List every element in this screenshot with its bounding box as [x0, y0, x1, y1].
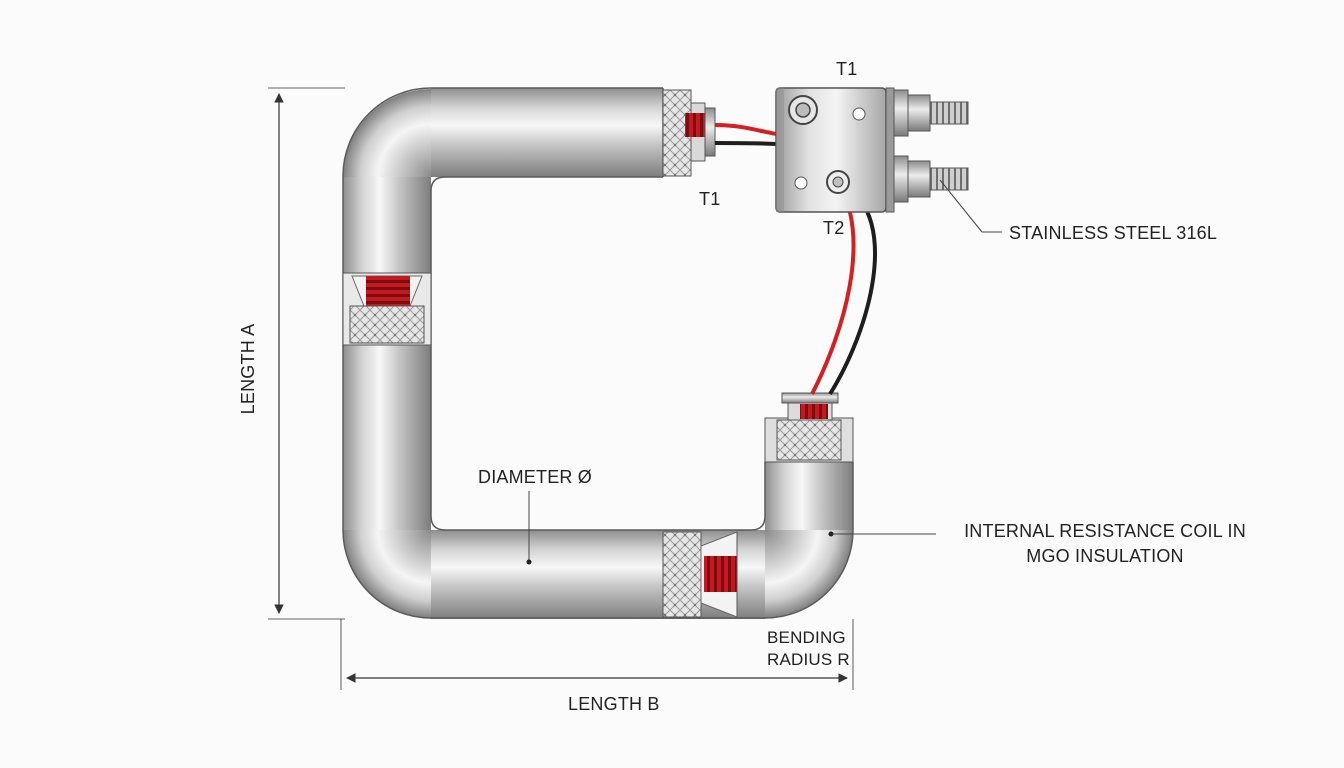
label-terminal-t1-left: T1 — [699, 189, 721, 209]
diameter-marker — [526, 559, 532, 565]
terminal-box — [775, 87, 895, 213]
label-bending-line1: BENDING — [767, 628, 846, 647]
label-coil-line1: INTERNAL RESISTANCE COIL IN — [964, 521, 1246, 541]
tube-end-top — [662, 89, 716, 177]
label-terminal-t1-top: T1 — [836, 59, 858, 79]
coil-top — [685, 113, 707, 137]
coil-marker — [828, 531, 834, 537]
tube-end-right — [764, 392, 854, 463]
terminal-bolts — [893, 89, 969, 203]
bolt-bottom-nut — [907, 160, 931, 198]
coil-left — [366, 276, 410, 306]
tube-left-section — [343, 177, 431, 530]
tube-top-section — [431, 88, 663, 177]
label-length-a: LENGTH A — [238, 323, 258, 415]
coil-bottom — [704, 556, 737, 592]
tube-cutaway-left — [342, 272, 432, 346]
dimension-lines — [268, 87, 854, 690]
bolt-top-nut — [907, 94, 931, 132]
label-bending-line2: RADIUS R — [767, 650, 850, 669]
wire-black-top — [714, 141, 777, 146]
label-terminal-t2: T2 — [823, 218, 845, 238]
label-material: STAINLESS STEEL 316L — [1009, 223, 1218, 243]
tube-right-section — [765, 462, 853, 530]
label-coil-line2: MGO INSULATION — [1026, 546, 1184, 566]
tube-cutaway-bottom — [662, 531, 738, 618]
wire-red-top — [714, 123, 777, 136]
bend-bottom-left — [343, 530, 431, 618]
bend-top-left — [343, 89, 431, 177]
label-diameter: DIAMETER Ø — [478, 467, 593, 487]
bolt-top-washer — [893, 89, 909, 137]
label-length-b: LENGTH B — [568, 694, 660, 714]
bend-bottom-right — [765, 530, 853, 618]
bolt-top-thread — [929, 101, 969, 125]
bolt-bottom-washer — [893, 155, 909, 203]
coil-right — [800, 404, 828, 419]
leader-lines — [528, 179, 1002, 561]
bolt-bottom-thread — [929, 167, 969, 191]
